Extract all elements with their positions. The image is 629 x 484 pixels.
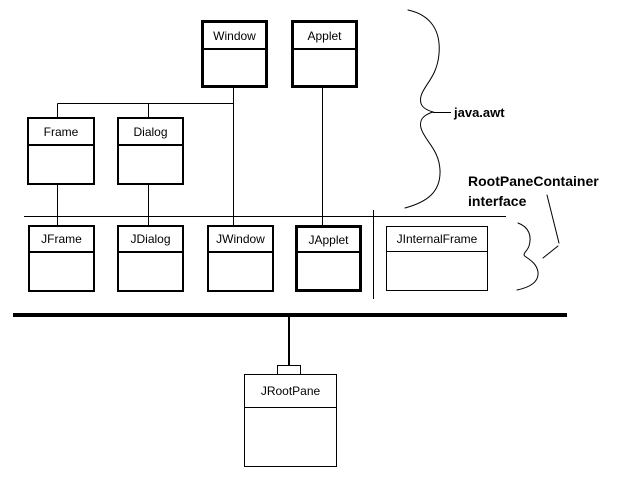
- class-box-jdialog: JDialog: [117, 225, 184, 292]
- class-label-frame: Frame: [29, 119, 93, 146]
- class-label-japplet: JApplet: [298, 228, 359, 253]
- class-box-applet: Applet: [291, 20, 358, 88]
- class-label-dialog: Dialog: [119, 119, 182, 146]
- rootpane-container-label-line1: RootPaneContainer: [468, 173, 599, 189]
- class-box-jframe: JFrame: [28, 225, 95, 292]
- class-label-jframe: JFrame: [30, 227, 93, 253]
- class-box-dialog: Dialog: [117, 117, 184, 185]
- class-label-window: Window: [204, 23, 265, 50]
- class-box-jrootpane: JRootPane: [244, 374, 337, 467]
- class-box-frame: Frame: [27, 117, 95, 185]
- class-label-applet: Applet: [294, 23, 355, 50]
- class-box-japplet: JApplet: [295, 225, 362, 292]
- class-label-jrootpane: JRootPane: [245, 375, 336, 408]
- class-label-jwindow: JWindow: [209, 227, 272, 253]
- interface-pointer-line-2: [542, 245, 559, 259]
- rootpane-container-interface-label: RootPaneContainer interface: [468, 171, 599, 211]
- class-box-window: Window: [201, 20, 268, 88]
- class-box-jinternalframe: JInternalFrame: [386, 226, 488, 291]
- class-label-jinternalframe: JInternalFrame: [387, 227, 487, 252]
- class-box-jwindow: JWindow: [207, 225, 274, 292]
- interface-pointer-line: [546, 194, 560, 244]
- rootpane-container-brace: [516, 222, 539, 291]
- class-label-jdialog: JDialog: [119, 227, 182, 253]
- awt-brace: [404, 9, 441, 209]
- rootpane-container-label-line2: interface: [468, 193, 527, 209]
- java-awt-package-label: java.awt: [454, 105, 505, 120]
